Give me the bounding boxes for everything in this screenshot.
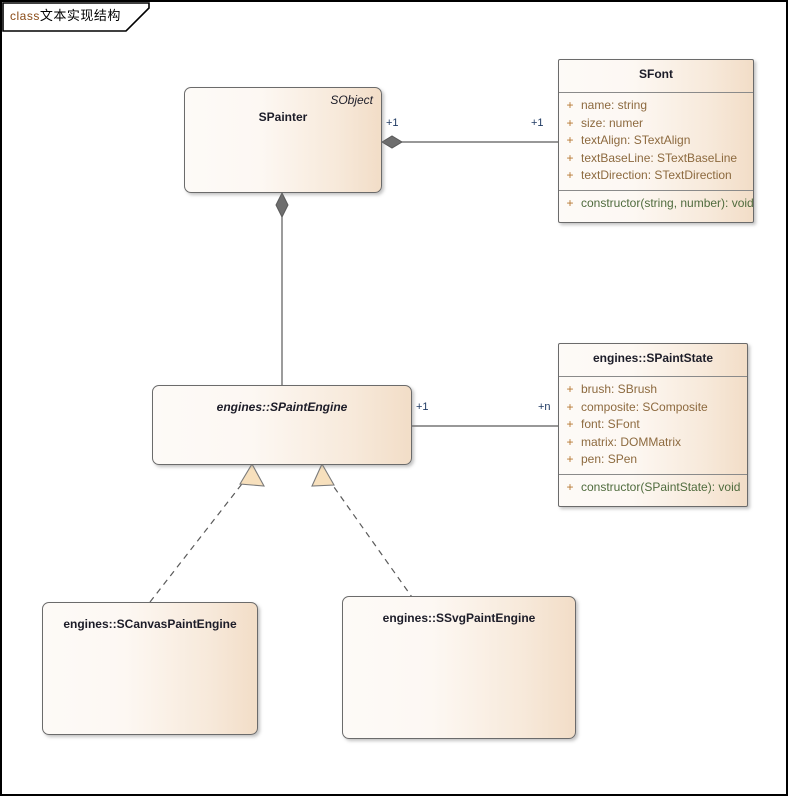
realization-triangle-canvas	[239, 462, 265, 487]
class-member-row: + font: SFont	[559, 416, 747, 434]
visibility-marker: +	[566, 434, 574, 449]
class-box-spaintengine[interactable]: engines::SPaintEngine	[152, 385, 412, 465]
member-text: textDirection: STextDirection	[581, 168, 732, 182]
spaintstate-header: engines::SPaintState	[559, 344, 747, 376]
class-member-row: + name: string	[559, 97, 753, 115]
multiplicity-spainter-sfont-target: +1	[531, 117, 544, 129]
connector-ssvgpaintengine-realization	[311, 462, 415, 601]
diagram-title-label: 文本实现结构	[39, 8, 121, 23]
class-box-ssvgpaintengine[interactable]: engines::SSvgPaintEngine	[342, 596, 576, 739]
sfont-separator-2	[559, 189, 753, 191]
member-text: pen: SPen	[581, 452, 638, 466]
sfont-separator-1	[559, 92, 753, 93]
class-member-row: + matrix: DOMMatrix	[559, 434, 747, 452]
diagram-title-tab: class文本实现结构	[2, 2, 150, 32]
diagram-title-keyword: class	[10, 9, 40, 23]
visibility-marker: +	[566, 479, 574, 494]
class-member-row: + composite: SComposite	[559, 399, 747, 417]
class-member-row: + constructor(string, number): void	[559, 195, 753, 213]
class-box-sfont[interactable]: SFont + name: string + size: numer + tex…	[558, 59, 754, 223]
member-text: brush: SBrush	[581, 382, 658, 396]
member-text: font: SFont	[581, 417, 640, 431]
member-text: matrix: DOMMatrix	[581, 434, 681, 449]
spaintengine-class-name: engines::SPaintEngine	[216, 400, 348, 414]
sfont-header: SFont	[559, 60, 753, 92]
visibility-marker: +	[566, 98, 574, 112]
class-box-spaintstate[interactable]: engines::SPaintState + brush: SBrush + c…	[558, 343, 748, 507]
class-member-row: + pen: SPen	[559, 451, 747, 469]
composition-diamond-sfont	[381, 135, 403, 149]
class-member-row: + textAlign: STextAlign	[559, 132, 753, 150]
spainter-header: SObject SPainter	[185, 88, 381, 134]
class-member-row: + textBaseLine: STextBaseLine	[559, 150, 753, 168]
class-member-row: + size: numer	[559, 115, 753, 133]
composition-diamond-spaintengine	[275, 191, 289, 219]
realization-triangle-svg	[311, 462, 335, 487]
class-box-spainter[interactable]: SObject SPainter	[184, 87, 382, 193]
multiplicity-spaintengine-spaintstate-target: +n	[538, 401, 551, 413]
visibility-marker: +	[566, 115, 574, 130]
member-text: textAlign: STextAlign	[581, 133, 691, 147]
spaintstate-separator-2	[559, 473, 747, 475]
tab-shape-icon	[2, 2, 150, 32]
ssvgpaintengine-class-name: engines::SSvgPaintEngine	[382, 611, 536, 625]
class-member-row: + constructor(SPaintState): void	[559, 479, 747, 497]
connector-spainter-sfont	[381, 135, 558, 149]
spainter-stereotype: SObject	[330, 93, 373, 107]
connector-spainter-spaintengine	[275, 191, 289, 385]
class-member-row: + brush: SBrush	[559, 381, 747, 399]
spaintstate-attributes: + brush: SBrush + composite: SComposite …	[559, 377, 747, 474]
member-text: textBaseLine: STextBaseLine	[581, 150, 738, 165]
visibility-marker: +	[566, 382, 574, 396]
visibility-marker: +	[566, 399, 574, 414]
ssvgpaintengine-header: engines::SSvgPaintEngine	[343, 597, 575, 636]
visibility-marker: +	[566, 417, 574, 431]
class-member-row: + textDirection: STextDirection	[559, 167, 753, 185]
visibility-marker: +	[566, 195, 574, 210]
connector-scanvaspaintengine-realization	[149, 462, 265, 603]
multiplicity-spaintengine-spaintstate-source: +1	[416, 401, 429, 413]
member-text: name: string	[581, 98, 648, 112]
visibility-marker: +	[566, 452, 574, 466]
scanvaspaintengine-header: engines::SCanvasPaintEngine	[43, 603, 257, 642]
member-text: composite: SComposite	[581, 399, 708, 414]
scanvaspaintengine-class-name: engines::SCanvasPaintEngine	[63, 617, 237, 631]
visibility-marker: +	[566, 150, 574, 165]
visibility-marker: +	[566, 168, 574, 182]
sfont-class-name: SFont	[639, 67, 673, 81]
spaintstate-separator-1	[559, 376, 747, 377]
visibility-marker: +	[566, 133, 574, 147]
class-box-scanvaspaintengine[interactable]: engines::SCanvasPaintEngine	[42, 602, 258, 735]
sfont-operations: + constructor(string, number): void	[559, 191, 753, 218]
sfont-attributes: + name: string + size: numer + textAlign…	[559, 93, 753, 190]
multiplicity-spainter-sfont-source: +1	[386, 117, 399, 129]
member-text: constructor(SPaintState): void	[581, 479, 741, 494]
spaintstate-operations: + constructor(SPaintState): void	[559, 475, 747, 502]
diagram-title-text: class文本实现结构	[10, 6, 121, 26]
spaintengine-header: engines::SPaintEngine	[153, 386, 411, 425]
spainter-class-name: SPainter	[258, 110, 308, 124]
member-text: size: numer	[581, 115, 644, 130]
member-text: constructor(string, number): void	[581, 195, 754, 210]
spaintstate-class-name: engines::SPaintState	[592, 351, 714, 365]
